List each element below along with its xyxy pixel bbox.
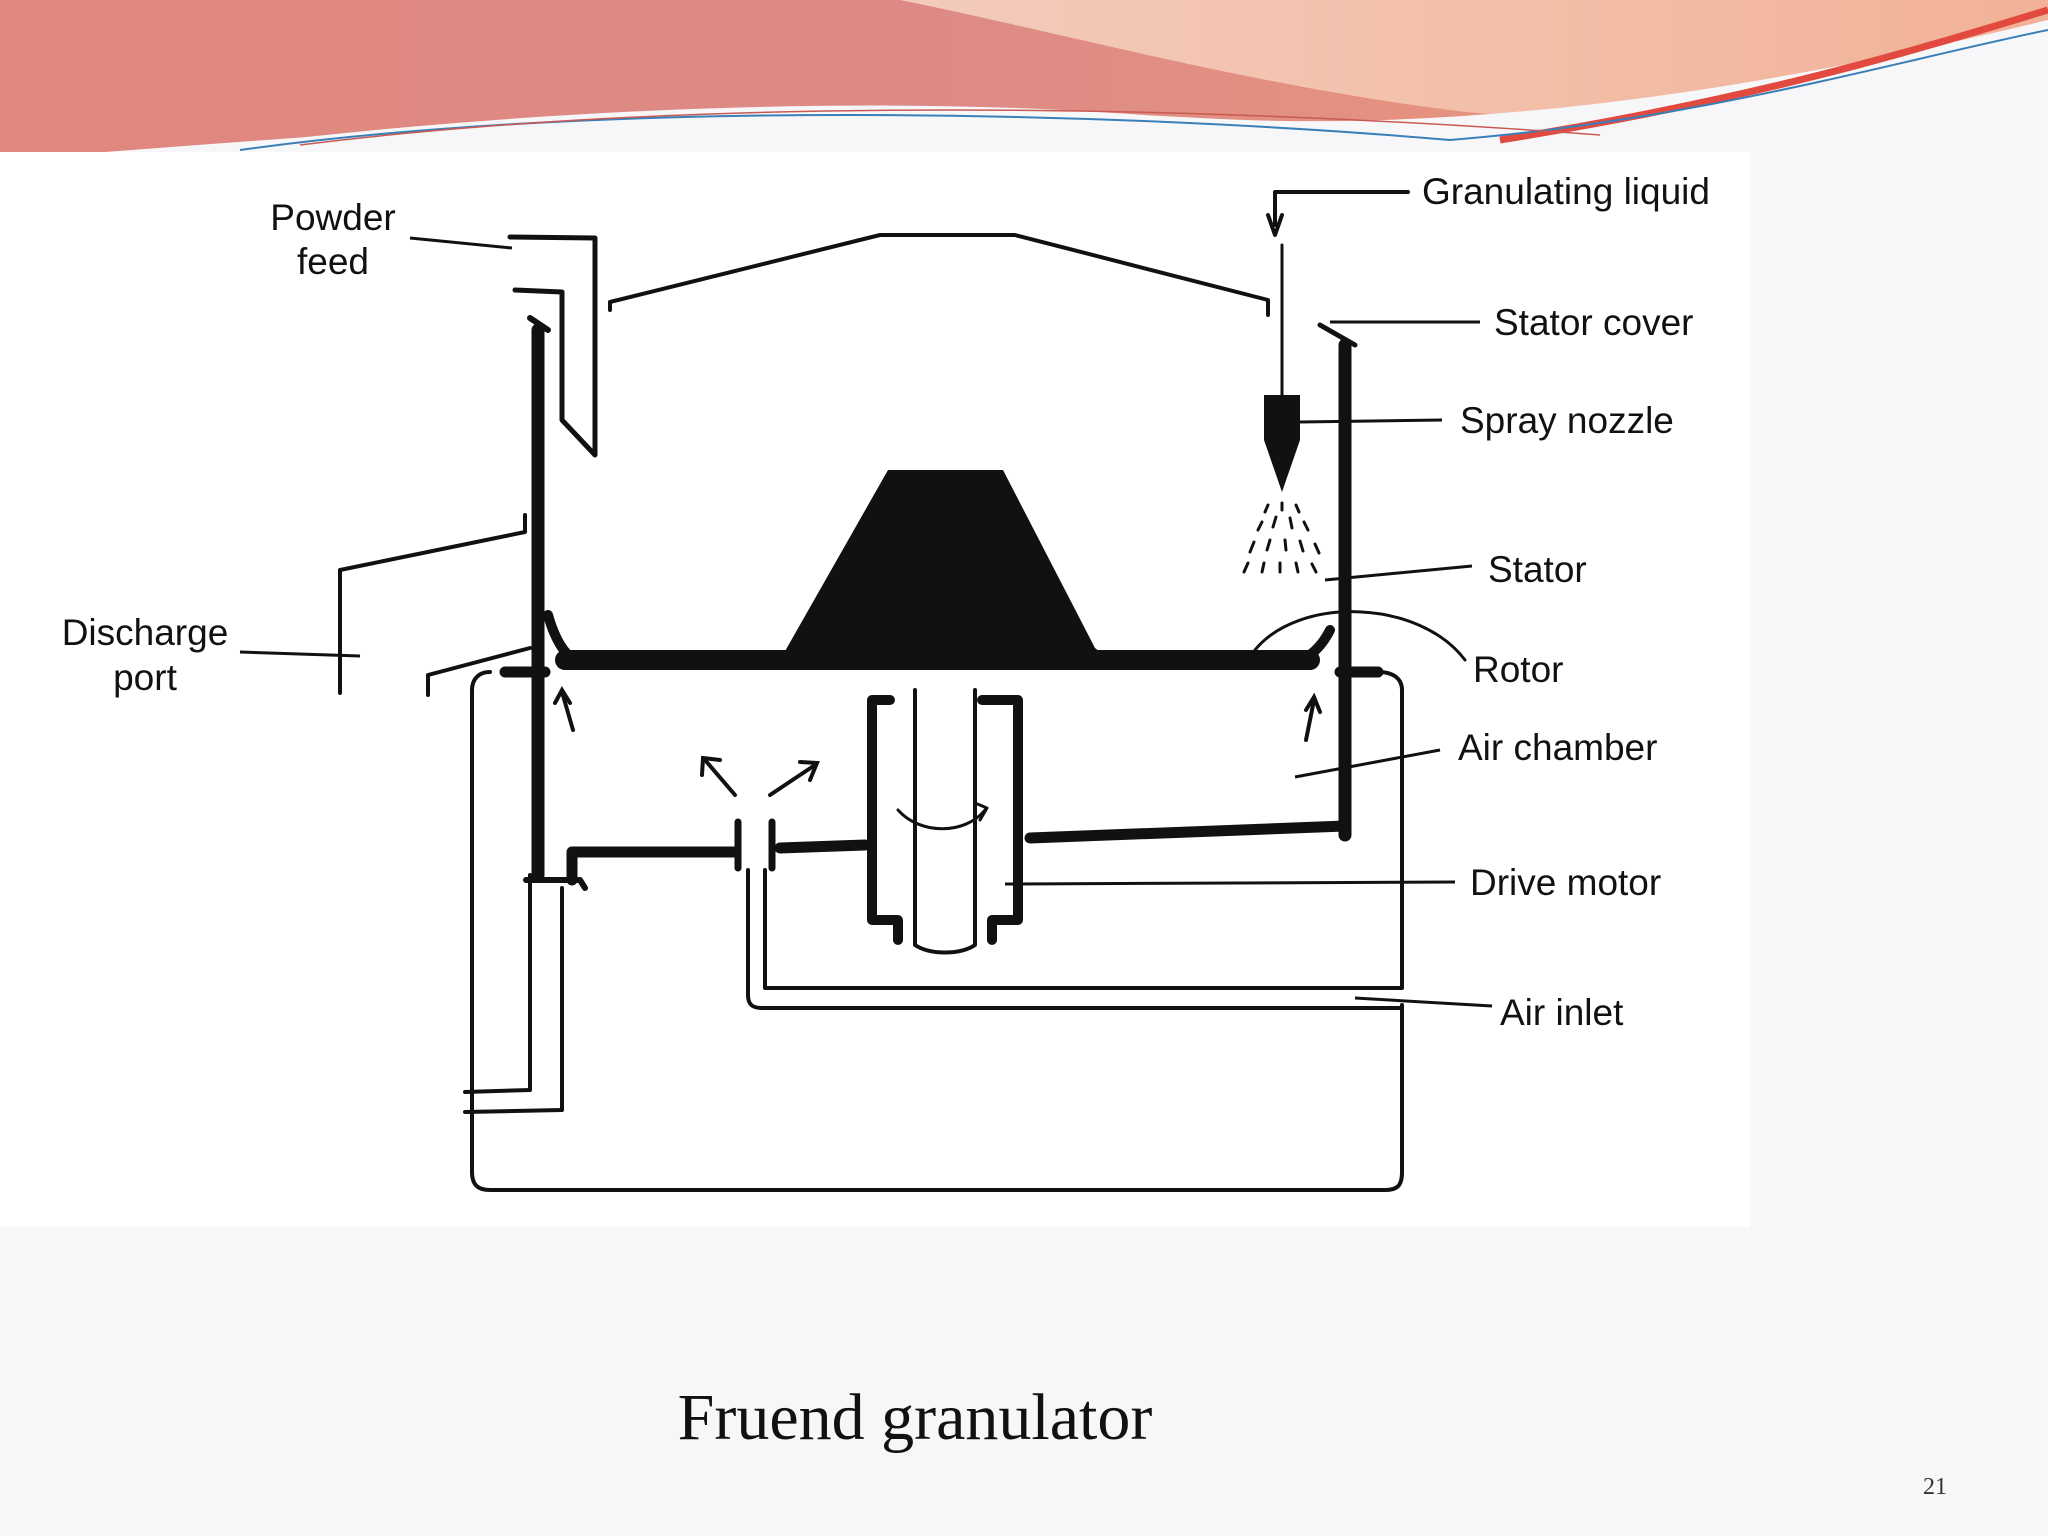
rotor-right-curl bbox=[1295, 625, 1335, 665]
rotor-arc bbox=[1253, 610, 1467, 662]
label-discharge-port-line2: port bbox=[113, 657, 177, 698]
leader-air-chamber bbox=[1294, 748, 1441, 779]
stator-cover-shape bbox=[608, 233, 1270, 317]
liquid-feed-arrow bbox=[1266, 213, 1284, 237]
air-flow-arrows bbox=[553, 685, 1322, 797]
leader-air-inlet bbox=[1354, 996, 1493, 1008]
spray-droplets bbox=[1242, 501, 1321, 574]
shaft-rotation-arrow-head bbox=[973, 801, 989, 822]
liquid-feed-line bbox=[1273, 190, 1410, 227]
left-wall-top bbox=[527, 315, 551, 333]
housing-frame-outer bbox=[470, 670, 1404, 1192]
housing-frame-inner bbox=[763, 670, 1404, 990]
motor-housing-left bbox=[867, 695, 903, 945]
powder-feed-chute bbox=[507, 234, 598, 458]
label-stator: Stator bbox=[1488, 549, 1587, 590]
label-discharge-port-line1: Discharge bbox=[62, 612, 229, 653]
rotor-cone bbox=[780, 470, 1110, 660]
discharge-pipe-left bbox=[463, 873, 532, 1094]
label-drive-motor: Drive motor bbox=[1470, 862, 1661, 903]
air-chamber-floor-right bbox=[1024, 820, 1351, 844]
discharge-pipe-right bbox=[463, 886, 564, 1114]
slide-caption: Fruend granulator bbox=[677, 1381, 1153, 1454]
label-rotor: Rotor bbox=[1473, 649, 1563, 690]
discharge-port-lower bbox=[426, 646, 532, 697]
header-banner bbox=[0, 0, 2048, 160]
rotor-left-curl bbox=[543, 610, 580, 665]
slide-number: 21 bbox=[1923, 1474, 1947, 1500]
shaft-rotation-arrow bbox=[896, 808, 987, 831]
discharge-port-upper bbox=[338, 513, 527, 695]
spray-nozzle-body bbox=[1264, 395, 1300, 492]
drive-shaft bbox=[913, 688, 977, 955]
air-chamber-floor-left bbox=[566, 846, 741, 886]
label-powder-feed-line2: feed bbox=[297, 241, 369, 282]
label-air-inlet: Air inlet bbox=[1500, 992, 1624, 1033]
air-chamber-floor-mid bbox=[774, 839, 871, 854]
leader-lines bbox=[239, 236, 1493, 1008]
label-spray-nozzle: Spray nozzle bbox=[1460, 400, 1674, 441]
label-stator-cover: Stator cover bbox=[1494, 302, 1693, 343]
leader-drive-motor bbox=[1004, 880, 1456, 886]
discharge-pipe-cap bbox=[523, 877, 588, 891]
label-powder-feed-line1: Powder bbox=[270, 197, 395, 238]
leader-discharge-port bbox=[239, 650, 361, 658]
label-air-chamber: Air chamber bbox=[1458, 727, 1657, 768]
figure-panel bbox=[0, 152, 1750, 1227]
leader-stator bbox=[1324, 564, 1473, 582]
leader-powder-feed bbox=[409, 236, 513, 250]
motor-housing-right bbox=[977, 695, 1023, 945]
right-wall-top bbox=[1317, 322, 1358, 348]
leader-spray-nozzle bbox=[1299, 418, 1443, 424]
label-granulating-liquid: Granulating liquid bbox=[1422, 171, 1710, 212]
banner-swoosh-thin bbox=[299, 109, 1601, 146]
air-inlet-duct bbox=[746, 868, 1404, 1010]
